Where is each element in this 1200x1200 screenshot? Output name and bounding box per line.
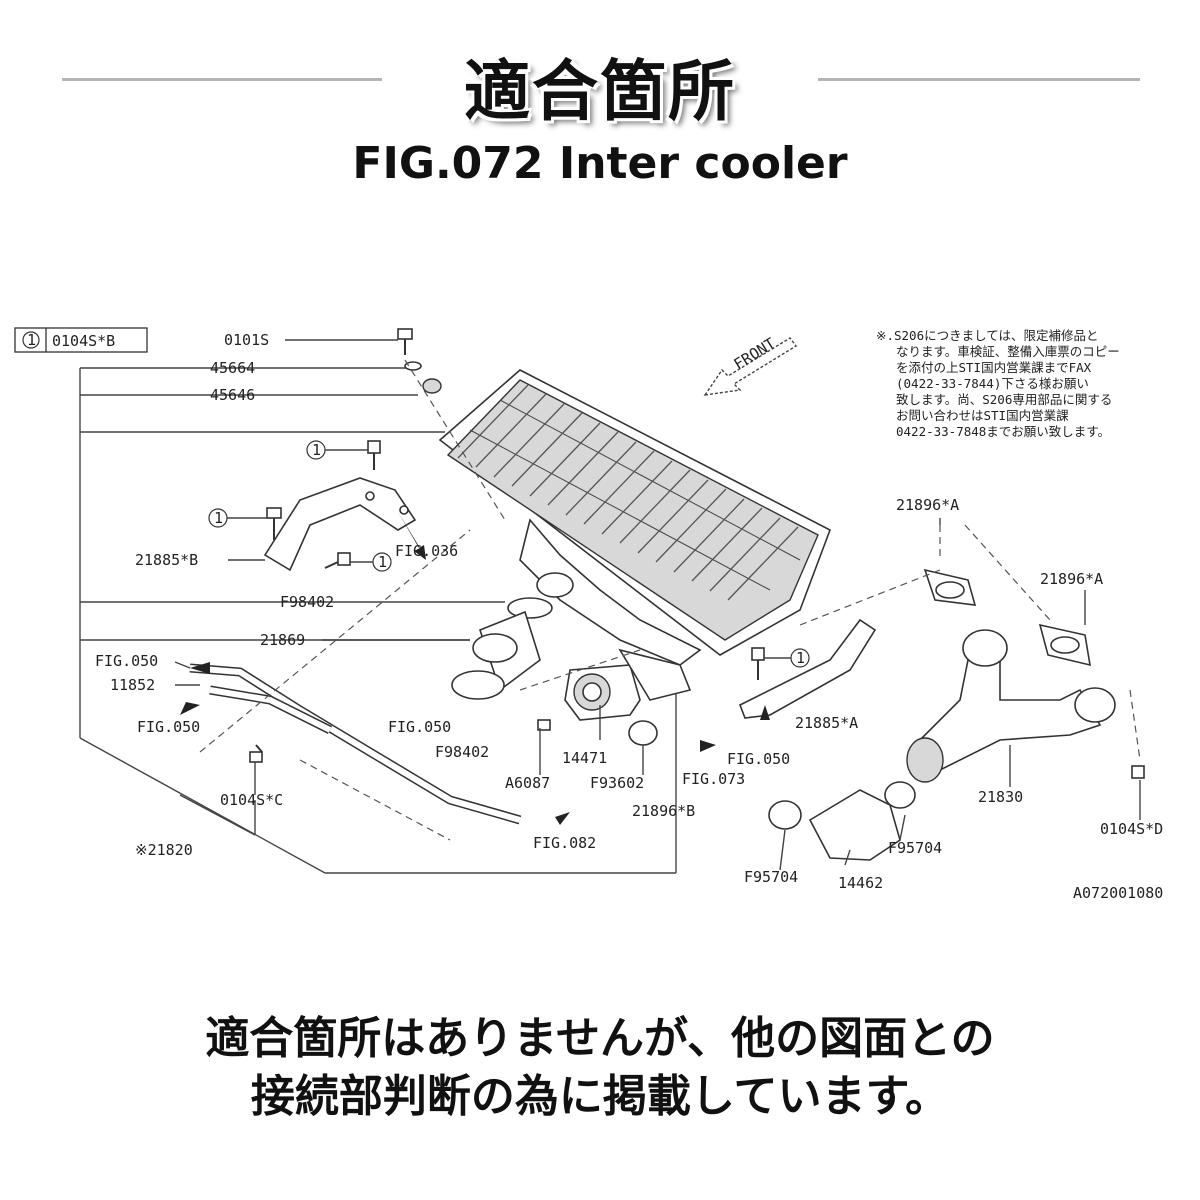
label-21869: 21869: [260, 631, 305, 649]
label-f95704-right: F95704: [888, 839, 942, 857]
bracket-21885b: [263, 440, 417, 572]
label-fig050-top: FIG.050: [95, 652, 158, 670]
note-line-3: を添付の上STI国内営業課までFAX: [896, 360, 1092, 375]
label-a6087: A6087: [505, 774, 550, 792]
figure-title: FIG.072 Inter cooler: [352, 138, 848, 189]
label-21896a-lower: 21896*A: [1040, 570, 1103, 588]
label-fig050-right: FIG.050: [727, 750, 790, 768]
legend-box: 1 0104S*B: [14, 327, 148, 353]
label-14462: 14462: [838, 874, 883, 892]
note-line-5: 致します。尚、S206専用部品に関する: [896, 392, 1112, 407]
label-fig036: FIG.036: [395, 542, 458, 560]
leader-lines: [174, 518, 1141, 871]
label-f98402-upper: F98402: [280, 593, 334, 611]
bracket-21885a: [738, 618, 877, 719]
parts-diagram: 1 0104S*B: [14, 327, 1163, 902]
label-21820: ※21820: [135, 841, 193, 859]
title-rule-right: [818, 78, 1140, 81]
label-21896b: 21896*B: [632, 802, 695, 820]
label-45664: 45664: [210, 359, 255, 377]
label-0104sc: 0104S*C: [220, 791, 283, 809]
reference-arrows: [180, 512, 770, 825]
gaskets-21896: [923, 568, 1091, 667]
footer-note-line-2: 接続部判断の為に掲載しています。: [250, 1071, 950, 1122]
circle-markers: 1 1 1 1: [208, 440, 810, 668]
page-title: 適合箇所: [464, 53, 736, 130]
svg-text:1: 1: [214, 509, 223, 527]
label-11852: 11852: [110, 676, 155, 694]
label-fig050-left: FIG.050: [137, 718, 200, 736]
label-0104sd: 0104S*D: [1100, 820, 1163, 838]
label-fig073: FIG.073: [682, 770, 745, 788]
hose-21869: [451, 572, 574, 700]
legend-code: 0104S*B: [52, 332, 115, 350]
svg-text:1: 1: [378, 553, 387, 571]
front-arrow: FRONT: [703, 334, 798, 396]
y-pipe-21830: [906, 629, 1145, 783]
label-f95704-left: F95704: [744, 868, 798, 886]
label-0101s: 0101S: [224, 331, 269, 349]
drawing-code: A072001080: [1073, 884, 1163, 902]
svg-text:1: 1: [796, 649, 805, 667]
top-bolt: [397, 328, 442, 394]
label-f98402-lower: F98402: [435, 743, 489, 761]
label-21830: 21830: [978, 788, 1023, 806]
label-f93602: F93602: [590, 774, 644, 792]
note-line-4: (0422-33-7844)下さる様お願い: [896, 376, 1089, 391]
parts-note: ※.S206につきましては、限定補修品と なります。車検証、整備入庫票のコピー …: [876, 328, 1120, 439]
label-21896a-upper: 21896*A: [896, 496, 959, 514]
assembly-dashed-lines: [199, 359, 1141, 841]
intercooler-core: [438, 369, 831, 666]
pipe-11852: [189, 663, 522, 825]
footer-note: 適合箇所はありませんが、他の図面との 接続部判断の為に掲載しています。: [0, 1010, 1200, 1126]
footer-note-line-1: 適合箇所はありませんが、他の図面との: [205, 1013, 995, 1064]
label-fig050-mid: FIG.050: [388, 718, 451, 736]
label-21885a: 21885*A: [795, 714, 858, 732]
label-14471: 14471: [562, 749, 607, 767]
label-fig082: FIG.082: [533, 834, 596, 852]
legend-number: 1: [27, 331, 36, 349]
note-line-7: 0422-33-7848までお願い致します。: [896, 424, 1110, 439]
hose-14462: [768, 781, 916, 861]
note-line-6: お問い合わせはSTI国内営業課: [896, 408, 1069, 423]
part-labels: 0101S 45664 45646 21885*B FIG.036 F98402…: [95, 331, 1163, 902]
note-line-1: ※.S206につきましては、限定補修品と: [876, 328, 1098, 343]
title-rule-left: [62, 78, 382, 81]
svg-text:1: 1: [312, 441, 321, 459]
valve-14471: [537, 648, 692, 746]
note-line-2: なります。車検証、整備入庫票のコピー: [896, 344, 1120, 359]
label-21885b: 21885*B: [135, 551, 198, 569]
label-45646: 45646: [210, 386, 255, 404]
